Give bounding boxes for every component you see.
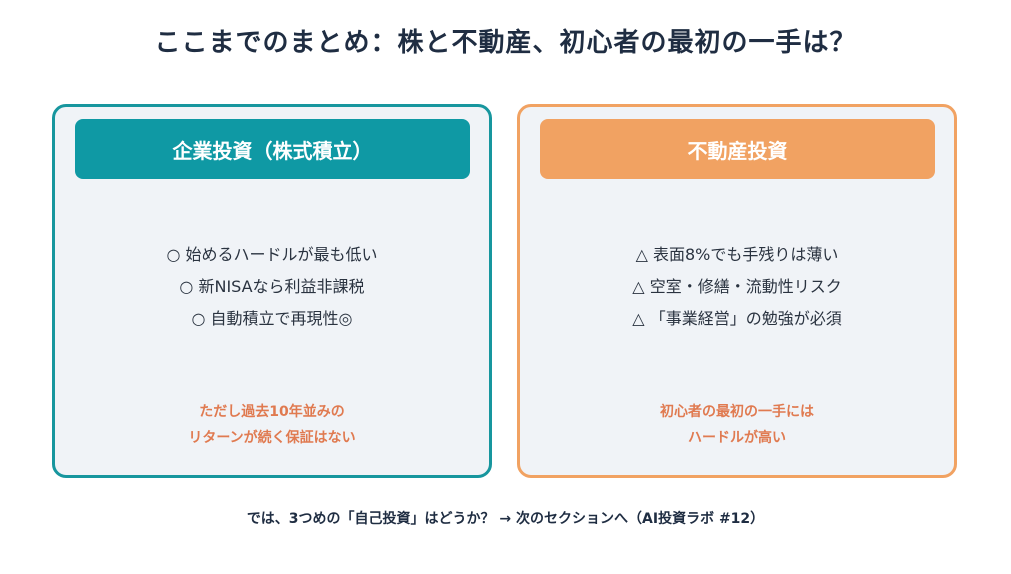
stock-point: ○ 自動積立で再現性◎: [191, 309, 353, 328]
stock-caution-note: ただし過去10年並みの リターンが続く保証はない: [55, 399, 489, 451]
real-estate-point: △ 「事業経営」の勉強が必須: [632, 309, 842, 328]
stock-note-line: リターンが続く保証はない: [188, 430, 356, 446]
stock-card-header: 企業投資（株式積立）: [75, 119, 470, 179]
real-estate-point: △ 表面8%でも手残りは薄い: [635, 245, 839, 264]
real-estate-card: 不動産投資 △ 表面8%でも手残りは薄い △ 空室・修繕・流動性リスク △ 「事…: [517, 104, 957, 478]
stock-point: ○ 新NISAなら利益非課税: [179, 277, 365, 296]
stock-note-line: ただし過去10年並みの: [199, 404, 345, 420]
real-estate-points-list: △ 表面8%でも手残りは薄い △ 空室・修繕・流動性リスク △ 「事業経営」の勉…: [520, 239, 954, 335]
real-estate-note-line: 初心者の最初の一手には: [660, 404, 814, 420]
real-estate-caution-note: 初心者の最初の一手には ハードルが高い: [520, 399, 954, 451]
page-title: ここまでのまとめ：株と不動産、初心者の最初の一手は？: [154, 28, 857, 58]
stock-points-list: ○ 始めるハードルが最も低い ○ 新NISAなら利益非課税 ○ 自動積立で再現性…: [55, 239, 489, 335]
stock-investment-card: 企業投資（株式積立） ○ 始めるハードルが最も低い ○ 新NISAなら利益非課税…: [52, 104, 492, 478]
stock-point: ○ 始めるハードルが最も低い: [166, 245, 378, 264]
real-estate-card-header: 不動産投資: [540, 119, 935, 179]
real-estate-point: △ 空室・修繕・流動性リスク: [632, 277, 842, 296]
real-estate-note-line: ハードルが高い: [688, 430, 786, 446]
footer-next-section: では、3つめの「自己投資」はどうか？ → 次のセクションへ（AI投資ラボ #12…: [246, 511, 765, 527]
